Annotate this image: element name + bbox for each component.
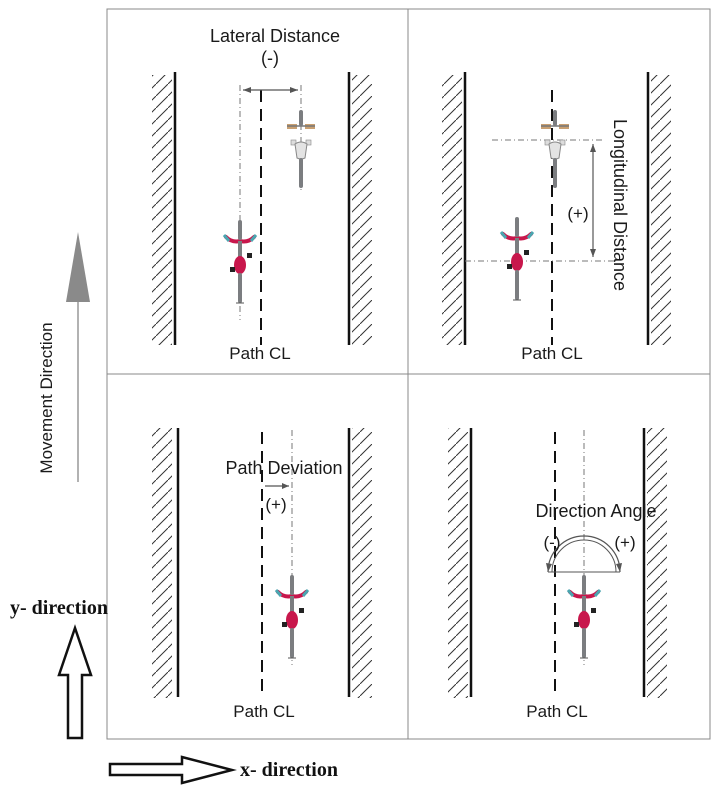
angle-arc-outer (547, 535, 621, 573)
angle-arc-inner (551, 539, 617, 573)
arrowhead (290, 87, 298, 93)
panel-longitudinal-distance: (+) Longitudinal Distance Path CL (442, 72, 671, 363)
arrowhead (243, 87, 251, 93)
y-direction-indicator: y- direction (10, 597, 108, 740)
panel-title: Path Deviation (225, 458, 342, 478)
arrowhead (590, 249, 596, 257)
path-cl-label: Path CL (526, 702, 587, 721)
left-wall-hatch (448, 428, 468, 698)
left-wall-hatch (442, 75, 462, 345)
sign-label-positive: (+) (614, 533, 635, 552)
left-wall-hatch (152, 428, 172, 698)
bicycle-icon (274, 573, 310, 660)
right-wall-hatch (651, 75, 671, 345)
panel-title: Lateral Distance (210, 26, 340, 46)
bicycle-icon (499, 215, 535, 302)
panel-title: Direction Angle (535, 501, 656, 521)
right-wall-hatch (352, 75, 372, 345)
sign-label: (+) (567, 204, 588, 223)
sign-label: (+) (265, 495, 286, 514)
bicycle-icon (540, 109, 570, 189)
panel-direction-angle: Direction Angle (-) (+) Path CL (448, 428, 667, 721)
path-cl-label: Path CL (229, 344, 290, 363)
movement-direction-label: Movement Direction (37, 322, 56, 473)
panel-title: Longitudinal Distance (610, 119, 630, 291)
path-cl-label: Path CL (521, 344, 582, 363)
outline-up-arrow-icon (57, 624, 93, 740)
arrowhead (546, 563, 552, 572)
arrowhead (282, 483, 289, 489)
x-direction-label: x- direction (240, 759, 338, 781)
bicycle-icon (286, 109, 316, 189)
arrowhead (616, 563, 622, 572)
bicycle-icon (222, 218, 258, 305)
outline-right-arrow-icon (108, 755, 237, 785)
sign-label: (-) (261, 48, 279, 68)
arrowhead (590, 144, 596, 152)
left-wall-hatch (152, 75, 172, 345)
up-arrow-icon (66, 232, 90, 302)
y-direction-label: y- direction (10, 597, 108, 619)
bicycle-icon (566, 573, 602, 660)
right-wall-hatch (647, 428, 667, 698)
right-wall-hatch (352, 428, 372, 698)
x-direction-indicator: x- direction (108, 755, 338, 785)
path-cl-label: Path CL (233, 702, 294, 721)
movement-direction-indicator: Movement Direction (37, 232, 90, 482)
panel-path-deviation: Path Deviation (+) Path CL (152, 428, 372, 721)
panel-lateral-distance: Lateral Distance (-) Path CL (152, 26, 372, 363)
sign-label-negative: (-) (544, 533, 561, 552)
